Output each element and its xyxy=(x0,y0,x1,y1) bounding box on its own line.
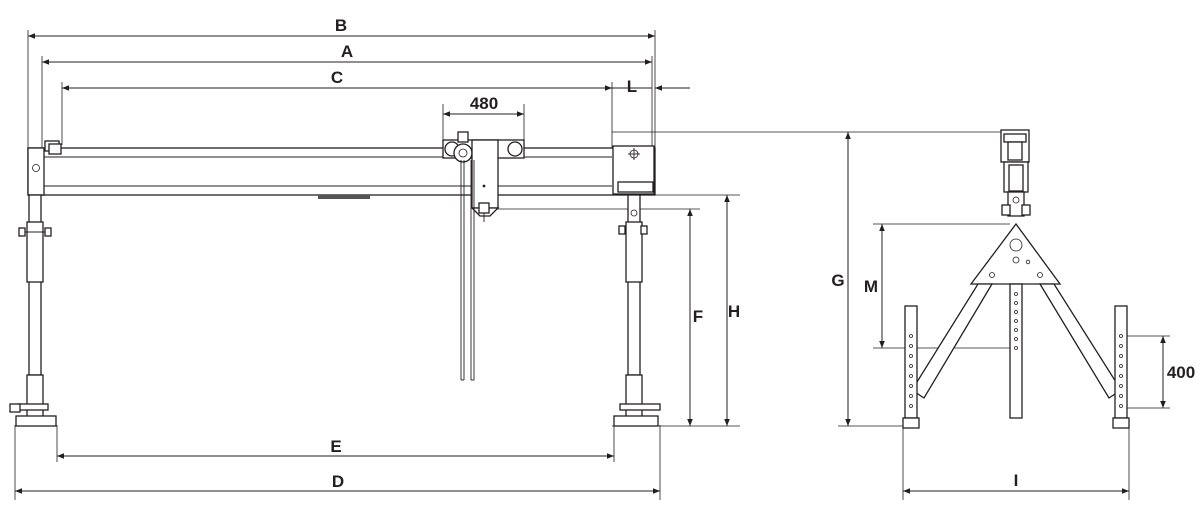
label-400: 400 xyxy=(1167,363,1195,382)
side-view: G M I 400 xyxy=(831,129,1195,500)
dimension-f: F xyxy=(687,209,703,426)
dimension-l: L xyxy=(612,77,690,96)
label-e: E xyxy=(330,437,341,456)
beam xyxy=(27,140,656,199)
side-center-post xyxy=(1009,283,1023,419)
label-f: F xyxy=(693,307,703,326)
label-b: B xyxy=(335,16,347,35)
dimension-a: A xyxy=(42,42,652,65)
dimension-trolley-width: 480 xyxy=(443,94,524,117)
side-triangle-plate xyxy=(969,222,1062,285)
dimension-g: G xyxy=(831,132,851,426)
front-view: B A C L 480 E D xyxy=(9,16,1010,500)
dimension-i: I xyxy=(903,471,1129,494)
side-head xyxy=(1000,129,1031,217)
side-right-post xyxy=(1112,305,1130,429)
dimension-hole-spacing: 400 xyxy=(1160,336,1195,408)
label-a: A xyxy=(341,42,353,61)
label-g: G xyxy=(831,271,844,290)
dimension-e: E xyxy=(57,437,614,459)
dimension-c: C xyxy=(62,68,612,91)
label-c: C xyxy=(331,68,343,87)
label-i: I xyxy=(1014,471,1019,490)
label-l: L xyxy=(627,77,637,96)
dimension-h: H xyxy=(724,195,740,426)
label-h: H xyxy=(728,302,740,321)
side-angled-legs xyxy=(911,283,1122,399)
extension-lines xyxy=(14,30,1010,500)
dimension-b: B xyxy=(28,16,655,39)
dimension-m: M xyxy=(864,224,885,348)
side-left-post xyxy=(902,305,920,429)
right-leg xyxy=(613,194,661,427)
label-480: 480 xyxy=(470,94,498,113)
left-leg xyxy=(9,194,57,427)
dimension-d: D xyxy=(15,472,660,494)
label-d: D xyxy=(332,472,344,491)
right-end-plate xyxy=(612,145,655,195)
trolley-hoist xyxy=(442,131,525,381)
label-m: M xyxy=(864,277,878,296)
